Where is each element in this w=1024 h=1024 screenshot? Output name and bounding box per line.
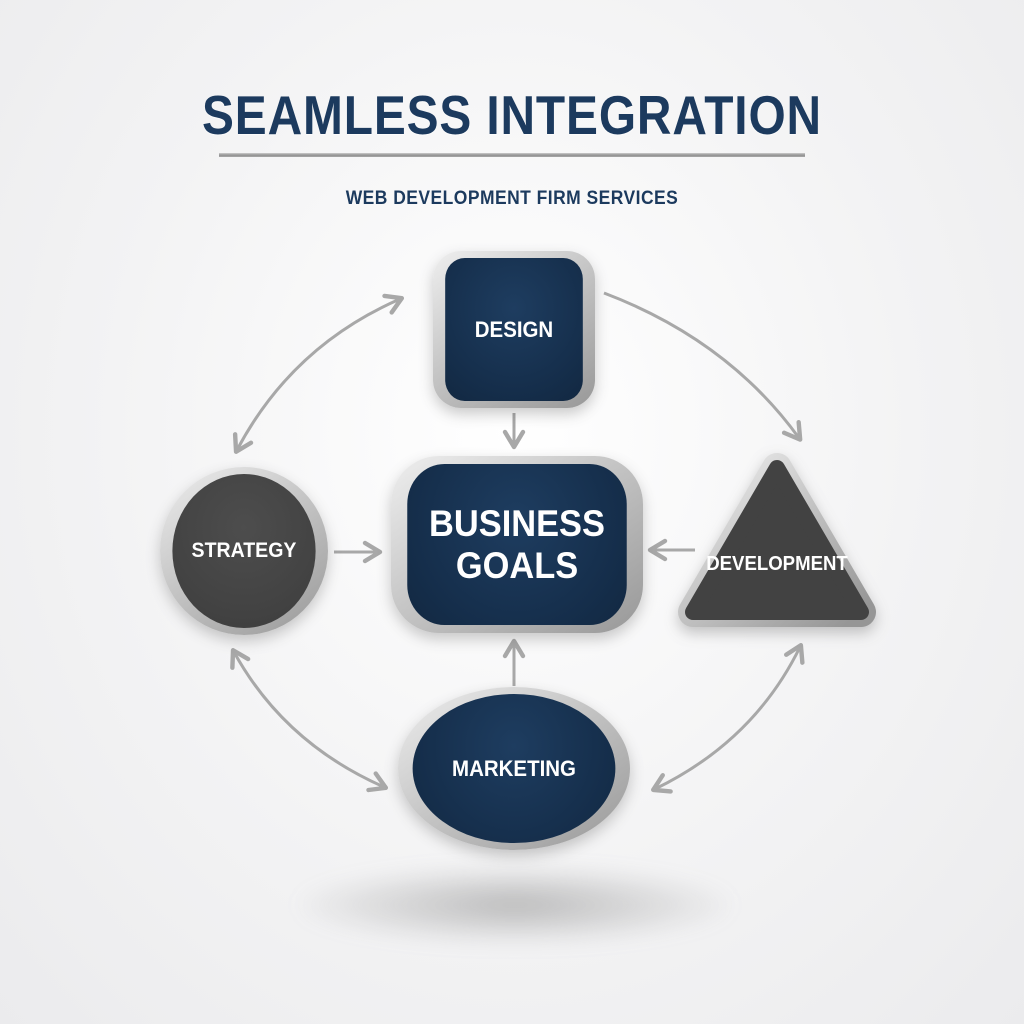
strategy-label: STRATEGY <box>172 474 316 628</box>
design-node: DESIGN <box>433 251 595 408</box>
arrow-marketing-strategy <box>230 648 389 793</box>
marketing-node: MARKETING <box>398 687 630 850</box>
arrow-strategy-design <box>232 293 405 454</box>
marketing-label: MARKETING <box>412 694 616 843</box>
development-triangle <box>678 453 876 627</box>
arrow-design-development <box>603 291 803 442</box>
arrow-development-marketing <box>651 643 805 794</box>
business-goals-label: BUSINESS GOALS <box>407 464 627 625</box>
business-goals-node: BUSINESS GOALS <box>391 456 643 633</box>
development-label: DEVELOPMENT <box>706 553 848 575</box>
design-label: DESIGN <box>445 258 583 401</box>
title-divider <box>219 153 805 157</box>
ground-shadow <box>300 866 730 944</box>
page-subtitle: WEB DEVELOPMENT FIRM SERVICES <box>345 188 679 209</box>
strategy-node: STRATEGY <box>160 467 328 635</box>
page-title: SEAMLESS INTEGRATION <box>201 84 822 146</box>
